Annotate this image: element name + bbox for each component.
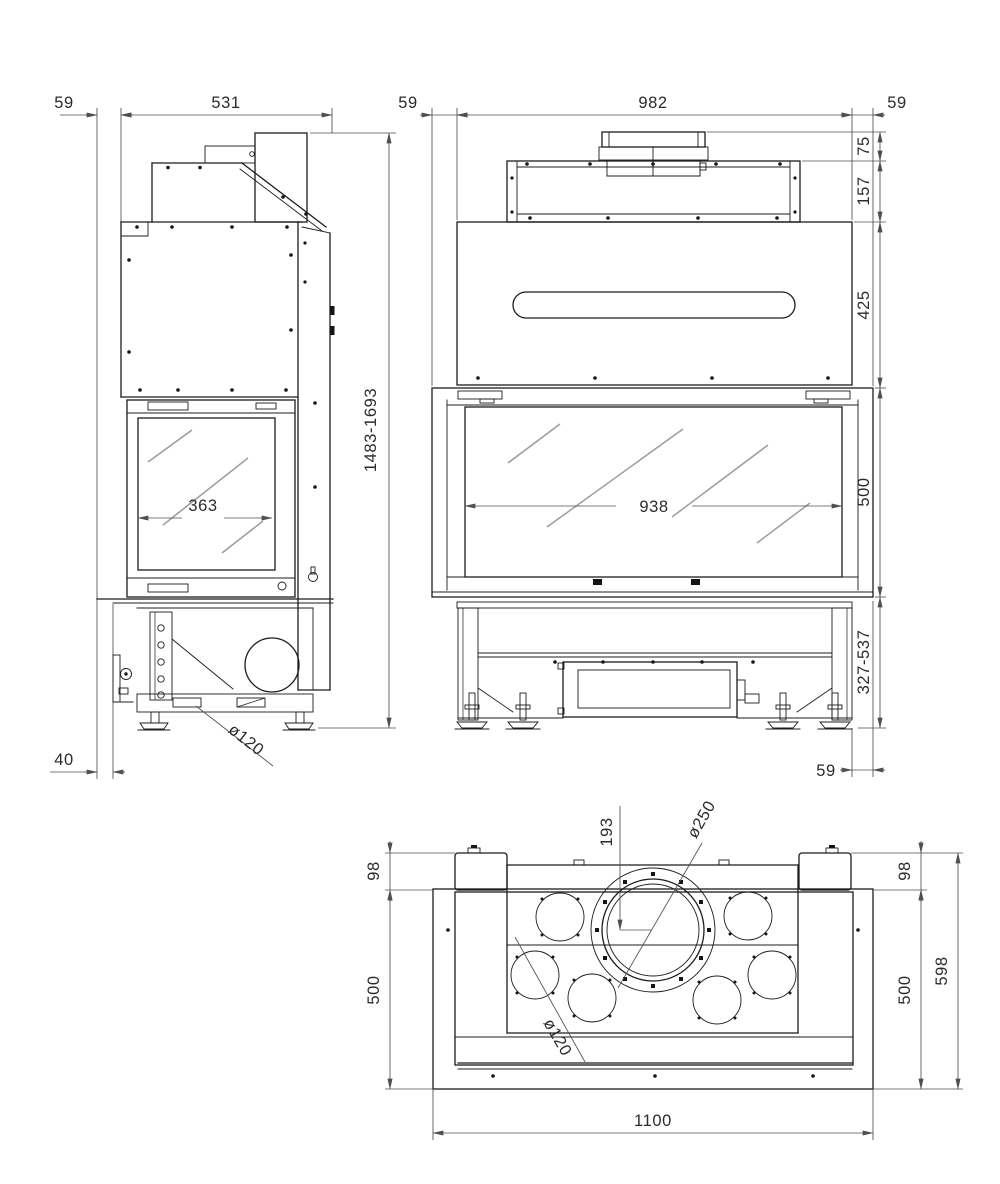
dim-front-body-width: 982 (638, 94, 667, 112)
side-glass-door: 363 (126, 399, 296, 598)
top-flue-offset-dimension: 193 (598, 806, 651, 931)
top-left-dimensions: 98 500 (365, 841, 455, 1090)
dim-front-plenum-height: 157 (855, 176, 873, 205)
side-floor-offset-dimension: 40 (50, 751, 125, 775)
front-main-body (456, 221, 853, 386)
dim-front-base-height-range: 327-537 (855, 630, 873, 695)
front-base (454, 601, 853, 730)
front-glass-box: 938 (431, 387, 874, 598)
side-height-dimension: 1483-1693 (310, 132, 396, 729)
front-glass-reflections (507, 423, 811, 544)
side-top-dimensions: 59 531 (54, 94, 333, 118)
dim-side-floor-offset: 40 (54, 751, 74, 769)
dim-top-flue-offset: 193 (598, 817, 616, 846)
front-glass-width-dimension: 938 (464, 498, 843, 516)
dim-side-depth: 531 (211, 94, 240, 112)
dim-front-body-height: 425 (855, 290, 873, 319)
front-adjustable-feet (454, 692, 853, 730)
top-view: 193 ø250 ø120 98 500 (365, 798, 963, 1140)
dim-side-glass-width: 363 (188, 497, 217, 515)
top-outline (432, 845, 874, 1090)
front-plenum-box (506, 160, 801, 223)
front-right-dimensions: 75 157 425 500 327-537 59 (707, 131, 886, 780)
side-upper-box (120, 221, 335, 691)
dim-top-depth-left: 500 (365, 975, 383, 1004)
side-wall-bracket (112, 654, 134, 703)
top-bottom-dimension: 1100 (432, 1089, 874, 1140)
dim-front-offset-left: 59 (398, 94, 418, 112)
dim-top-total-depth: 598 (933, 956, 951, 985)
dim-top-hole-diameter: ø120 (540, 1016, 576, 1060)
top-convection-holes (510, 891, 797, 1025)
dim-top-total-width: 1100 (634, 1112, 672, 1130)
dim-side-wall-offset: 59 (54, 94, 74, 112)
top-flange-bolts (595, 872, 711, 988)
dim-top-depth-right: 500 (896, 975, 914, 1004)
front-view: 59 982 59 75 157 425 500 327-537 (398, 94, 907, 780)
side-adjustable-feet (137, 711, 316, 731)
dim-front-bottom-offset: 59 (816, 762, 836, 780)
dim-side-fan-diameter: ø120 (225, 721, 268, 760)
top-flue-diameter-leader: ø250 (617, 798, 720, 989)
dim-front-glass-height: 500 (855, 477, 873, 506)
dim-front-collar-height: 75 (855, 136, 873, 156)
dim-top-return-left: 98 (365, 861, 383, 881)
side-glass-width-dimension: 363 (137, 497, 273, 521)
dim-front-glass-width: 938 (639, 498, 668, 516)
dim-front-offset-right: 59 (887, 94, 907, 112)
dim-side-height-range: 1483-1693 (362, 388, 380, 472)
side-glass-reflections (147, 429, 264, 554)
dim-top-flue-diameter: ø250 (684, 798, 720, 842)
front-flue-collar (598, 131, 709, 177)
side-view: 59 531 1483-1693 (50, 94, 396, 779)
side-flue-hood-outline (151, 132, 327, 232)
side-flue-diameter-leader: ø120 (195, 705, 274, 767)
top-right-dimensions: 98 500 598 (851, 841, 963, 1090)
side-base: ø120 40 (50, 598, 334, 775)
dim-top-return-right: 98 (896, 861, 914, 881)
front-top-dimensions: 59 982 59 (398, 94, 907, 386)
side-view-reference-lines (96, 108, 333, 779)
top-flue-flange (590, 867, 716, 993)
